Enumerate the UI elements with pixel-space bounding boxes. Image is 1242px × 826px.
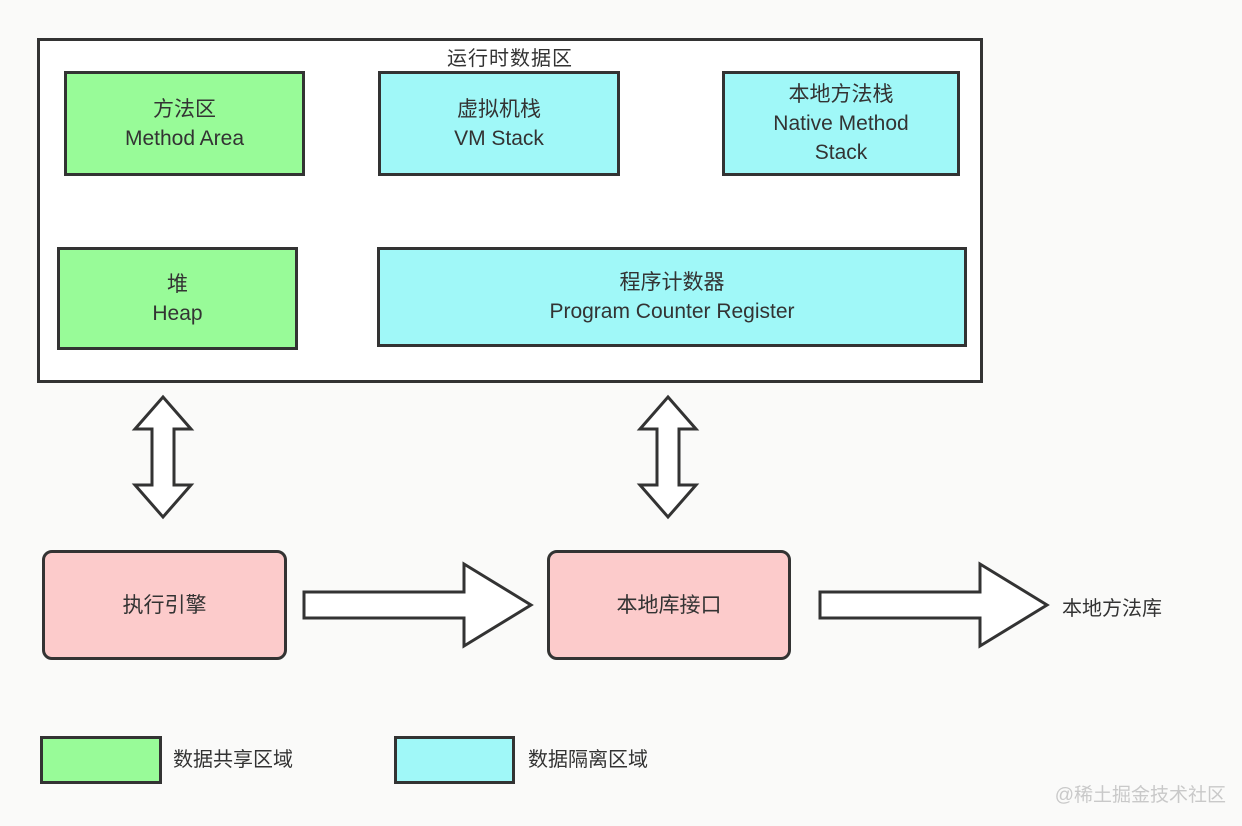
heap-label-zh: 堆 [167, 272, 188, 296]
legend-label-isolated: 数据隔离区域 [528, 749, 648, 771]
double-arrow-vertical-icon [636, 394, 700, 520]
method-area-label-en: Method Area [124, 126, 245, 150]
native-method-stack-label-en: Native Method Stack [773, 112, 909, 164]
runtime-data-area-title: 运行时数据区 [447, 48, 573, 70]
legend-label-shared: 数据共享区域 [173, 749, 293, 771]
program-counter-label-en: Program Counter Register [549, 300, 795, 323]
method-area-box: 方法区 Method Area [64, 71, 305, 176]
native-library-label: 本地方法库 [1062, 598, 1162, 620]
right-arrow-icon [302, 561, 534, 649]
execution-engine-label: 执行引擎 [122, 593, 207, 617]
vm-stack-label-zh: 虚拟机栈 [457, 97, 541, 121]
vm-stack-label-en: VM Stack [454, 126, 544, 150]
right-arrow-icon [818, 561, 1050, 649]
native-method-stack-label-zh: 本地方法栈 [788, 83, 894, 106]
vm-stack-box: 虚拟机栈 VM Stack [378, 71, 620, 176]
double-arrow-vertical-icon [131, 394, 195, 520]
legend-swatch-isolated [394, 736, 515, 784]
native-interface-box: 本地库接口 [547, 550, 791, 660]
program-counter-box: 程序计数器 Program Counter Register [377, 247, 967, 347]
execution-engine-box: 执行引擎 [42, 550, 287, 660]
native-method-stack-box: 本地方法栈 Native Method Stack [722, 71, 960, 176]
watermark: @稀土掘金技术社区 [1054, 785, 1226, 806]
legend-swatch-shared [40, 736, 162, 784]
heap-label-en: Heap [152, 301, 203, 325]
program-counter-label-zh: 程序计数器 [619, 271, 725, 294]
heap-box: 堆 Heap [57, 247, 298, 350]
method-area-label-zh: 方法区 [153, 97, 216, 121]
native-interface-label: 本地库接口 [616, 593, 722, 617]
